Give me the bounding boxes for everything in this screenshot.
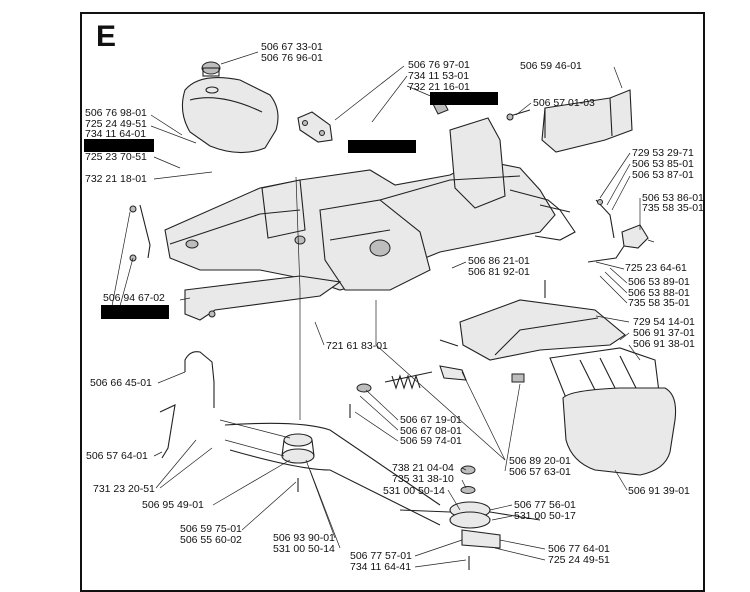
part-number: 732 21 16-01 <box>408 81 470 93</box>
screw <box>439 339 459 347</box>
part-number: 735 31 38-10 <box>392 473 454 485</box>
part-number: 734 11 53-01 <box>408 70 470 82</box>
part-number: 506 53 86-01 <box>642 192 704 204</box>
part-number: 506 66 45-01 <box>90 377 152 389</box>
part-number: 506 59 75-01 <box>180 523 242 535</box>
bolt <box>509 109 531 117</box>
part-number: 725 23 64-61 <box>625 262 687 274</box>
part-number: 531 00 50-14 <box>273 543 335 555</box>
part-number: 506 57 63-01 <box>509 466 571 478</box>
pulley-right <box>399 465 541 549</box>
part-number: 506 55 60-02 <box>180 534 242 546</box>
part-number: 506 76 97-01 <box>408 59 470 71</box>
part-number: 729 54 14-01 <box>633 316 695 328</box>
part-number: 506 76 96-01 <box>261 52 323 64</box>
part-number: 731 23 20-51 <box>93 483 155 495</box>
part-number: 506 77 57-01 <box>350 550 412 562</box>
part-number: 506 59 74-01 <box>400 435 462 447</box>
part-number: 734 11 64-01 <box>85 128 147 140</box>
part-number: 506 86 21-01 <box>468 255 530 267</box>
handle <box>184 351 215 408</box>
linkage <box>587 199 649 263</box>
part-number: 506 57 64-01 <box>86 450 148 462</box>
part-number: 506 53 88-01 <box>628 287 690 299</box>
lever <box>159 404 176 459</box>
part-number: 506 91 37-01 <box>633 327 695 339</box>
part-number: 735 58 35-01 <box>628 297 690 309</box>
side-cover <box>562 387 677 476</box>
redaction-bar <box>84 139 154 152</box>
part-number: 506 95 49-01 <box>142 499 204 511</box>
leader-lines <box>111 51 655 568</box>
part-number: 531 00 50-14 <box>383 485 445 497</box>
part-number: 738 21 04-04 <box>392 462 454 474</box>
part-number: 506 94 67-02 <box>103 292 165 304</box>
part-number: 506 76 98-01 <box>85 107 147 119</box>
part-number: 506 91 39-01 <box>628 485 690 497</box>
part-number: 506 67 19-01 <box>400 414 462 426</box>
part-number: 506 59 46-01 <box>520 60 582 72</box>
drive-belt <box>224 422 441 526</box>
main-frame <box>164 117 576 291</box>
part-number: 725 23 70-51 <box>85 151 147 163</box>
pulley-left <box>219 419 315 464</box>
part-number: 506 53 87-01 <box>632 169 694 181</box>
exploded-parts-diagram <box>111 51 677 570</box>
control-rod <box>139 204 151 259</box>
part-number: 725 24 49-51 <box>548 554 610 566</box>
part-number: 506 93 90-01 <box>273 532 335 544</box>
part-number: 506 81 92-01 <box>468 266 530 278</box>
part-number: 506 53 89-01 <box>628 276 690 288</box>
part-number: 721 61 83-01 <box>326 340 388 352</box>
part-number: 732 21 18-01 <box>85 173 147 185</box>
part-number: 506 89 20-01 <box>509 455 571 467</box>
part-number: 734 11 64-41 <box>350 561 412 573</box>
part-number: 725 24 49-51 <box>85 118 147 130</box>
redaction-bar <box>101 305 169 319</box>
part-number: 729 53 29-71 <box>632 147 694 159</box>
idler-spring <box>356 365 525 393</box>
part-number: 506 67 33-01 <box>261 41 323 53</box>
part-number: 506 53 85-01 <box>632 158 694 170</box>
redaction-bar <box>348 140 416 153</box>
part-number: 531 00 50-17 <box>514 510 576 522</box>
lower-bracket <box>184 275 342 321</box>
part-number: 506 67 08-01 <box>400 425 462 437</box>
redaction-bar <box>430 92 498 105</box>
section-letter: E <box>96 20 117 53</box>
part-number: 506 91 38-01 <box>633 338 695 350</box>
tank-bracket <box>297 111 333 143</box>
fuel-tank <box>181 61 279 154</box>
part-number: 506 77 64-01 <box>548 543 610 555</box>
part-number: 506 77 56-01 <box>514 499 576 511</box>
part-number: 735 58 35-01 <box>642 202 704 214</box>
cover-plate <box>541 89 633 153</box>
part-number: 506 57 01-03 <box>533 97 595 109</box>
